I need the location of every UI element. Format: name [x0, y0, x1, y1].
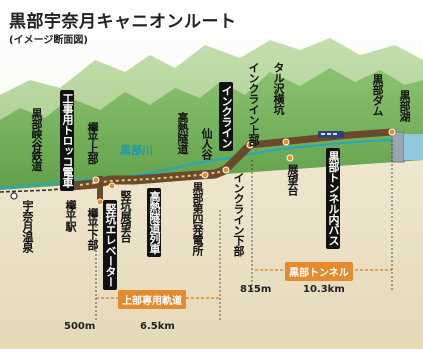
unazuki-onsen-marker: [10, 192, 18, 200]
label-vertical-shaft-observatory: 竪坑展望台: [119, 190, 132, 243]
label-incline: インクライン: [219, 82, 233, 151]
band-upper-track: 上部専用軌道: [118, 290, 186, 309]
page-subtitle: (イメージ断面図): [9, 35, 88, 46]
shaft-observatory-marker: [108, 182, 116, 190]
kurobe-dam-marker: [388, 128, 396, 136]
vertical-shaft: [97, 176, 103, 202]
distance-10-3km: 10.3km: [303, 284, 345, 295]
distance-500m: 500m: [64, 321, 96, 332]
label-keyakidaira-upper: 欅平上部: [86, 122, 99, 164]
label-vertical-shaft-elevator: 竪坑エレベーター: [103, 200, 117, 290]
keyakidaira-upper-marker: [92, 176, 100, 184]
observatory-marker: [286, 154, 294, 162]
label-incline-lower: インクライン下部: [232, 172, 245, 256]
foreground-mountains: [0, 68, 423, 200]
label-kurobe-lake: 黒部湖: [398, 90, 411, 122]
label-kurobe-tunnel-bus: 黒部トンネル内バス: [326, 148, 340, 249]
label-construction-trolley: 工事用トロッコ電車: [60, 90, 74, 191]
label-gorge-railway: 黒部峡谷鉄道: [30, 108, 43, 171]
label-observatory: 展望台: [286, 164, 299, 196]
incline-lower-marker: [222, 166, 230, 174]
label-incline-upper: インクライン上部: [247, 62, 260, 146]
incline-shaft: [221, 141, 254, 174]
label-tarusawa-adit: タル沢横坑: [272, 62, 285, 115]
label-hot-tunnel-car: 高熱隧道列車: [147, 188, 161, 257]
sennindani-marker: [201, 171, 209, 179]
label-sennindani: 仙人谷: [200, 128, 213, 160]
label-kurobe-dam: 黒部ダム: [371, 74, 384, 116]
label-kurobe-river: 黒部川: [120, 144, 153, 157]
tarusawa-marker: [282, 138, 290, 146]
incline-upper-marker: [246, 141, 254, 149]
label-hot-tunnel: 高熱隧道: [176, 112, 189, 154]
kurobe-lake-water: [404, 134, 423, 160]
page-title: 黒部宇奈月キャニオンルート: [9, 12, 237, 32]
label-keyakidaira-station: 欅平駅: [64, 200, 77, 232]
band-kurobe-tunnel: 黒部トンネル: [285, 262, 353, 281]
label-kurobe-no4-powerplant: 黒部第四発電所: [191, 182, 204, 256]
kurobe-dam-wall: [391, 131, 405, 163]
label-unazuki-onsen: 宇奈月温泉: [21, 200, 34, 253]
distance-6-5km: 6.5km: [140, 321, 175, 332]
label-keyakidaira-lower: 欅平下部: [86, 208, 99, 250]
distance-815m: 815m: [240, 284, 272, 295]
